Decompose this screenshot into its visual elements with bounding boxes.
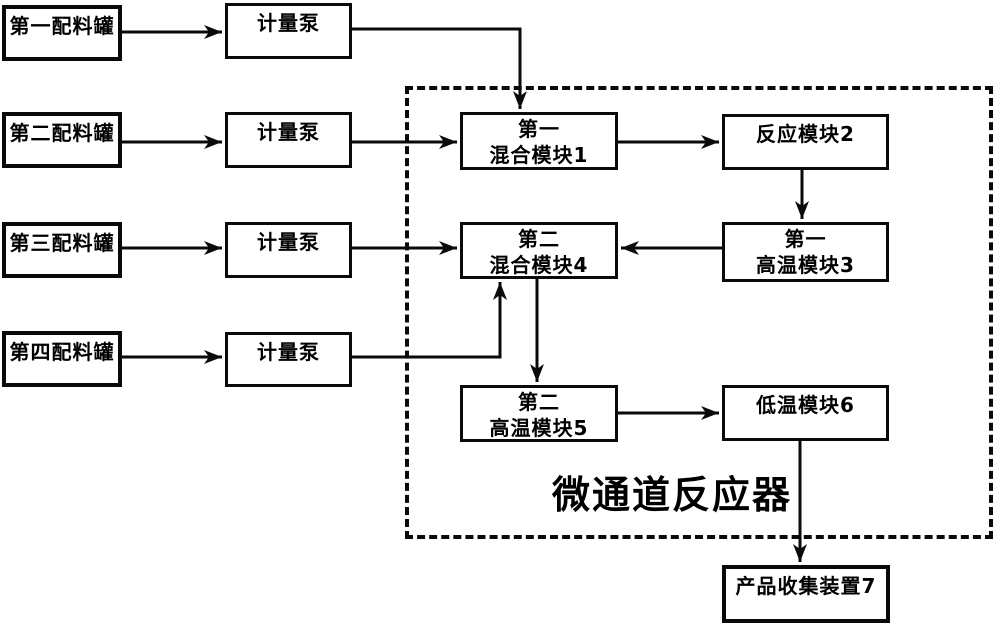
node-tank1: 第一配料罐: [2, 5, 122, 61]
node-high-temp-module-5: 第二 高温模块5: [460, 385, 618, 442]
node-pump3: 计量泵: [225, 222, 352, 278]
node-mixing-module-1: 第一 混合模块1: [460, 112, 618, 170]
node-high-temp-module-3-label: 第一 高温模块3: [756, 227, 855, 277]
edge-pump1-mixing-module-1: [352, 27, 527, 109]
node-product-collector-7-label: 产品收集装置7: [735, 574, 877, 598]
microreactor-boundary: [405, 86, 993, 539]
node-reaction-module-2: 反应模块2: [722, 114, 889, 170]
node-mixing-module-4-label: 第二 混合模块4: [489, 227, 589, 277]
node-tank4: 第四配料罐: [2, 331, 122, 387]
node-tank1-label: 第一配料罐: [9, 14, 115, 38]
node-reaction-module-2-label: 反应模块2: [756, 122, 855, 146]
node-pump1: 计量泵: [225, 3, 352, 59]
node-mixing-module-4: 第二 混合模块4: [460, 222, 618, 279]
node-tank2-label: 第二配料罐: [9, 121, 115, 145]
microreactor-label: 微通道反应器: [552, 473, 793, 517]
node-low-temp-module-6-label: 低温模块6: [756, 393, 855, 417]
node-pump2-label: 计量泵: [257, 120, 320, 144]
node-tank3: 第三配料罐: [2, 222, 122, 278]
node-product-collector-7: 产品收集装置7: [722, 565, 890, 623]
node-pump4-label: 计量泵: [257, 340, 320, 364]
node-low-temp-module-6: 低温模块6: [722, 385, 889, 441]
node-pump4: 计量泵: [225, 332, 352, 387]
node-tank3-label: 第三配料罐: [9, 231, 115, 255]
edge-pump4-mixing-module-4: [352, 282, 507, 359]
node-pump2: 计量泵: [225, 112, 352, 168]
node-high-temp-module-3: 第一 高温模块3: [722, 222, 889, 282]
node-pump3-label: 计量泵: [257, 230, 320, 254]
node-high-temp-module-5-label: 第二 高温模块5: [489, 390, 589, 440]
node-mixing-module-1-label: 第一 混合模块1: [489, 117, 589, 167]
node-tank4-label: 第四配料罐: [9, 340, 115, 364]
node-pump1-label: 计量泵: [257, 11, 320, 35]
node-tank2: 第二配料罐: [2, 112, 122, 168]
